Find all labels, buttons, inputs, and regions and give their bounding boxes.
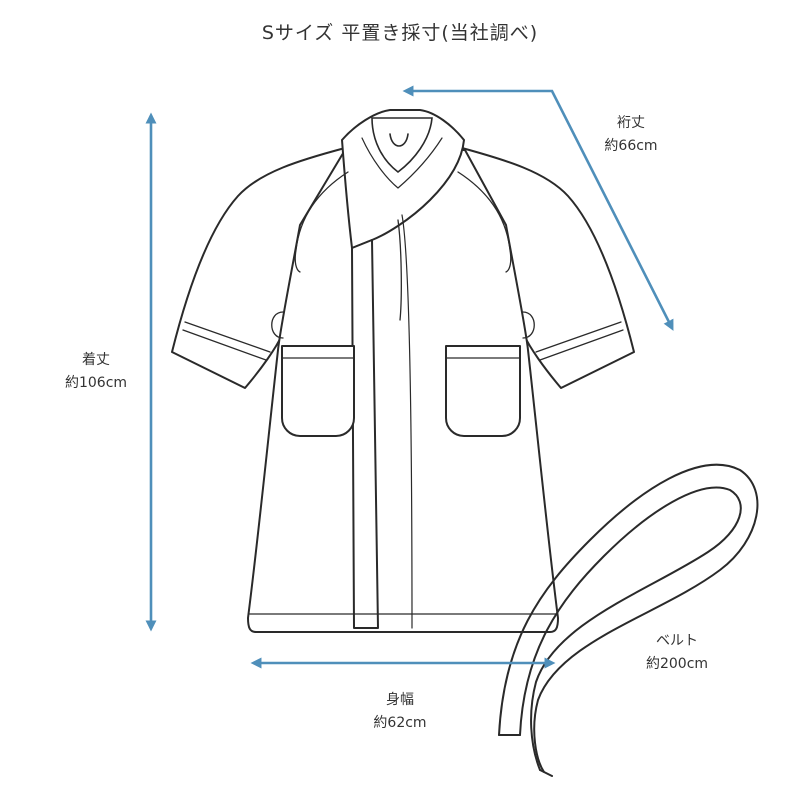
belt-value: 約200cm: [645, 656, 709, 672]
length-value: 約106cm: [64, 375, 128, 391]
sleeve-value: 約66cm: [604, 138, 658, 154]
belt-illustration: [498, 463, 759, 777]
robe-front-band: [351, 239, 379, 629]
length-label: 着丈 約106cm: [48, 349, 144, 395]
right-pocket: [445, 345, 521, 437]
sleeve-label: 裄丈 約66cm: [586, 112, 676, 158]
length-name: 着丈: [82, 352, 110, 368]
width-value: 約62cm: [373, 715, 427, 731]
sleeve-arrow: [402, 85, 674, 331]
width-label: 身幅 約62cm: [352, 689, 448, 735]
left-pocket: [281, 345, 355, 437]
width-name: 身幅: [386, 692, 414, 708]
bathrobe-outline: [171, 109, 635, 633]
belt-name: ベルト: [656, 633, 698, 649]
sleeve-name: 裄丈: [617, 115, 645, 131]
page-title: Sサイズ 平置き採寸(当社調べ): [261, 22, 539, 44]
belt-label: ベルト 約200cm: [622, 630, 732, 676]
